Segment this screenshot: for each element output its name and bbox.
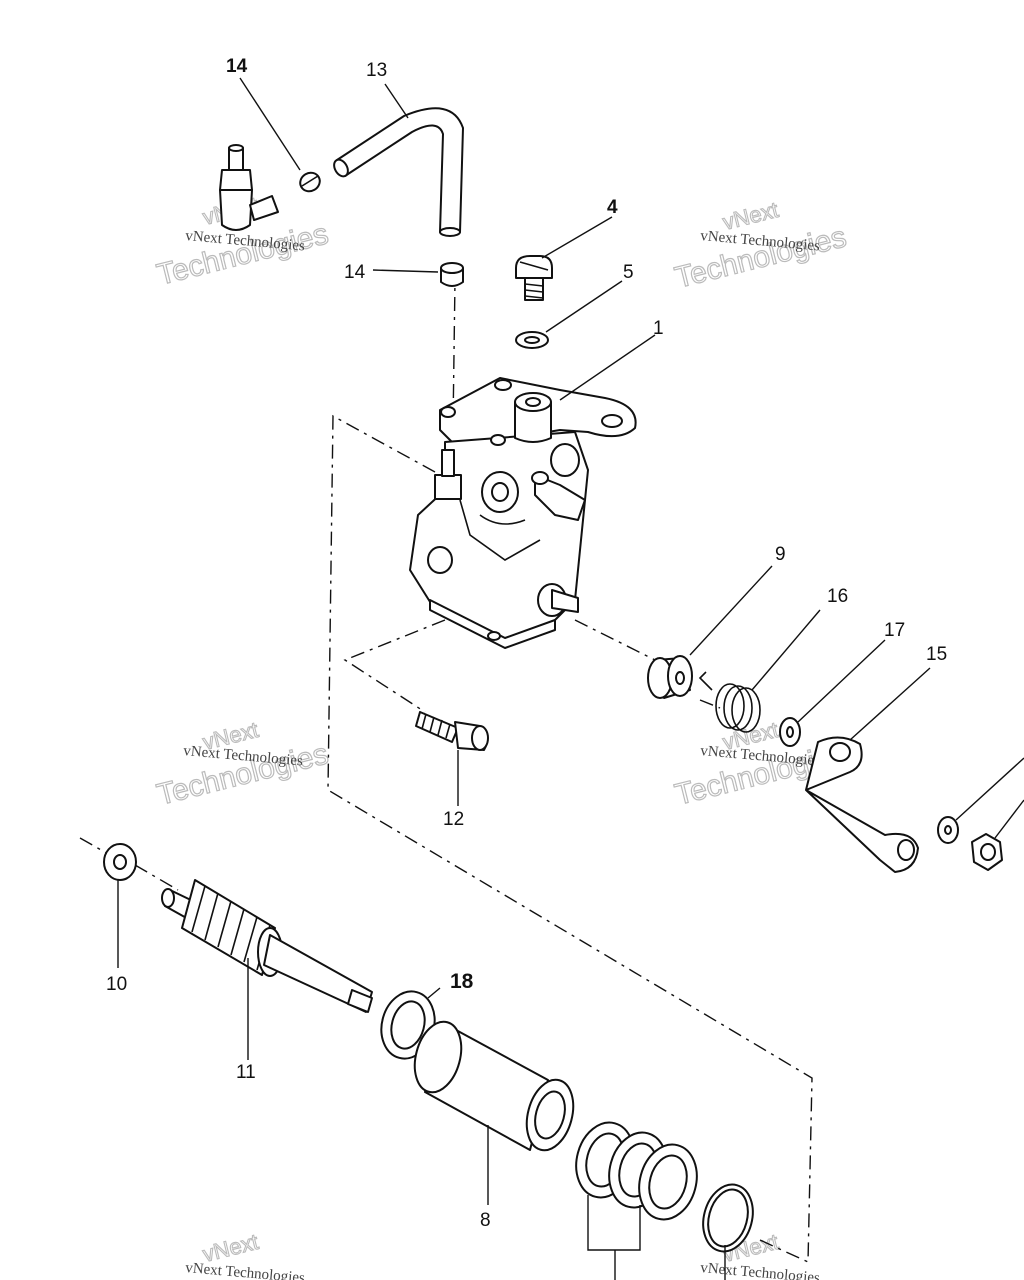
o-ring (702, 1183, 754, 1253)
shaft-sleeve (413, 1020, 575, 1152)
callout-11: 11 (236, 1062, 256, 1083)
callout-10: 10 (106, 974, 127, 995)
watermark-mid-left: vNext Technologies vNext Technologies (153, 716, 332, 812)
callout-13: 13 (366, 60, 387, 81)
oil-pump-assembly (409, 377, 637, 649)
callout-14-upper: 14 (226, 56, 248, 77)
thrust-washer (779, 717, 801, 747)
svg-text:vNext Technologies: vNext Technologies (185, 1260, 306, 1280)
control-lever (805, 736, 919, 873)
callout-14-lower: 14 (344, 262, 366, 283)
callout-9: 9 (775, 544, 786, 565)
drive-collar (647, 655, 693, 699)
svg-text:vNext: vNext (720, 197, 781, 235)
leader-lines (117, 77, 1024, 1280)
drive-gear-shaft (161, 879, 373, 1013)
callout-5: 5 (623, 262, 634, 283)
callout-17: 17 (884, 620, 905, 641)
return-spring (698, 671, 761, 733)
hose-fitting (219, 144, 279, 231)
lever-washer (937, 816, 959, 844)
bleeder-bolt (515, 255, 553, 301)
assembly-outline (79, 279, 813, 1263)
callout-15: 15 (926, 644, 947, 665)
callout-labels: 14 13 14 4 5 1 9 16 17 15 12 10 11 18 8 (106, 56, 947, 1231)
sealing-washer (515, 331, 549, 349)
shim-washers (575, 1121, 698, 1221)
callout-12: 12 (443, 809, 464, 830)
watermark-top-right: vNext Technologies vNext Technologies (671, 196, 850, 295)
callout-4: 4 (607, 197, 618, 218)
mounting-bolt (415, 711, 489, 751)
hose-clamp-upper (299, 171, 321, 193)
watermark-bottom-left: vNext vNext Technologies (185, 1228, 306, 1280)
callout-8: 8 (480, 1210, 491, 1231)
hose-clamp-lower (440, 262, 464, 287)
svg-text:Technologies: Technologies (672, 220, 850, 294)
oil-hose (333, 107, 464, 237)
callout-1: 1 (653, 318, 664, 339)
lever-nut (971, 833, 1003, 871)
callout-16: 16 (827, 586, 848, 607)
shaft-washer (103, 843, 137, 881)
callout-18: 18 (450, 970, 474, 993)
svg-text:vNext Technologies: vNext Technologies (700, 1260, 821, 1280)
